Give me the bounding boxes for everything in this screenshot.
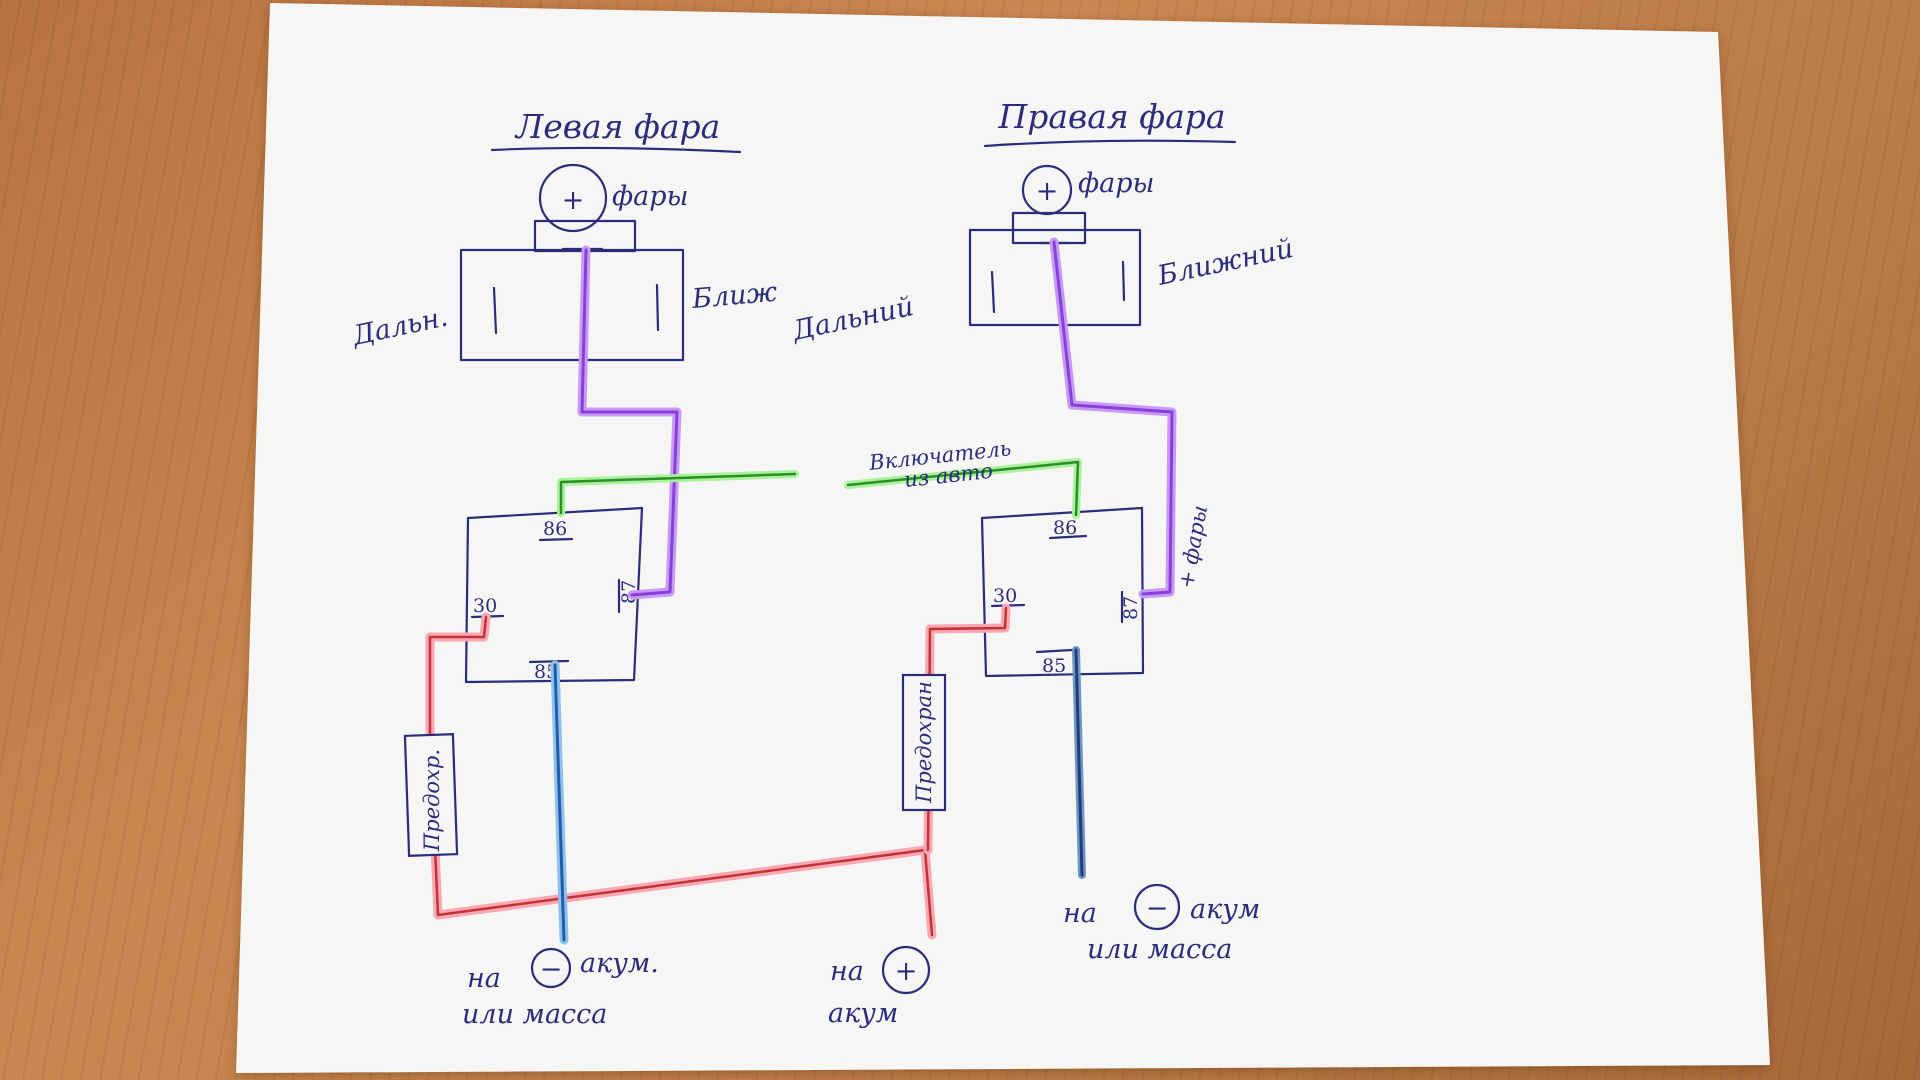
right-high-beam-contact xyxy=(990,270,996,314)
right-relay-pin-85: 85 xyxy=(1042,655,1066,677)
blue-wires xyxy=(550,646,1086,945)
right-relay: 86 30 87 85 xyxy=(980,506,1145,678)
ground-right-label: на − акум или масса xyxy=(1063,883,1260,965)
left-low-beam-label: Ближ xyxy=(690,277,779,315)
battery-plus-circle xyxy=(881,945,931,995)
battery-plus-label: на + акум xyxy=(828,945,931,1029)
ground-right-prefix: на xyxy=(1063,898,1097,929)
right-purple-wire xyxy=(1052,240,1174,596)
battery-plus-line2: акум xyxy=(828,998,898,1029)
right-pin-85-bar xyxy=(1035,648,1074,654)
right-low-beam-contact xyxy=(1121,260,1126,302)
left-pin-86-bar xyxy=(538,537,574,542)
right-blue-wire xyxy=(1074,648,1084,877)
left-low-beam-contact xyxy=(655,283,660,332)
ground-right-line2: или масса xyxy=(1087,934,1232,965)
left-high-beam-contact xyxy=(492,286,498,335)
left-fuse-body xyxy=(403,733,459,857)
purple-wires xyxy=(577,237,1177,600)
title-right-underline xyxy=(983,139,1237,148)
right-pin-86-bar xyxy=(1048,534,1088,540)
ground-right-minus-sign: − xyxy=(1146,893,1169,924)
left-relay-pin-30: 30 xyxy=(473,595,497,617)
right-green-wire xyxy=(846,460,1080,517)
title-right-headlight: Правая фара xyxy=(997,97,1225,136)
ground-left-minus-sign: − xyxy=(540,954,563,985)
right-fuse: Предохран xyxy=(901,673,947,812)
ground-left-rest: акум. xyxy=(580,948,659,979)
right-relay-pin-86: 86 xyxy=(1053,517,1077,539)
ground-left-prefix: на xyxy=(467,963,501,994)
ground-right-rest: акум xyxy=(1190,894,1260,925)
left-fuse: Предохр. xyxy=(403,733,459,857)
right-plus-sign: + xyxy=(1036,176,1059,207)
left-purple-wire xyxy=(580,248,679,597)
left-relay-pin-86: 86 xyxy=(543,518,567,540)
paper-sheet xyxy=(236,3,1770,1073)
right-relay-pin-30: 30 xyxy=(993,585,1017,607)
battery-plus-prefix: на xyxy=(830,956,864,987)
green-wires xyxy=(557,458,1082,519)
title-left-headlight: Левая фара xyxy=(514,107,721,146)
title-left-underline xyxy=(490,146,742,154)
right-relay-pin-87: 87 xyxy=(1120,596,1142,620)
ground-left-label: на − акум. или масса xyxy=(462,947,659,1030)
right-fuse-label: Предохран xyxy=(912,681,936,804)
right-plus-label: фары xyxy=(1078,168,1155,199)
left-plus-sign: + xyxy=(562,185,585,216)
left-relay: 86 30 87 85 xyxy=(464,506,644,684)
left-green-wire xyxy=(559,472,797,515)
left-plus-circle xyxy=(538,163,608,233)
battery-plus-sign: + xyxy=(895,956,918,987)
left-plus-label: фары xyxy=(612,181,689,212)
ground-left-line2: или масса xyxy=(462,999,607,1030)
left-fuse-label: Предохр. xyxy=(420,749,444,852)
left-pin-85-bar xyxy=(528,659,570,664)
left-relay-body xyxy=(464,506,644,684)
right-relay-body xyxy=(980,506,1145,678)
right-fuse-body xyxy=(901,673,947,812)
ground-left-minus-circle xyxy=(530,947,572,989)
right-headlight-body xyxy=(968,228,1142,327)
left-blue-wire xyxy=(553,663,566,942)
ground-right-minus-circle xyxy=(1133,883,1181,931)
